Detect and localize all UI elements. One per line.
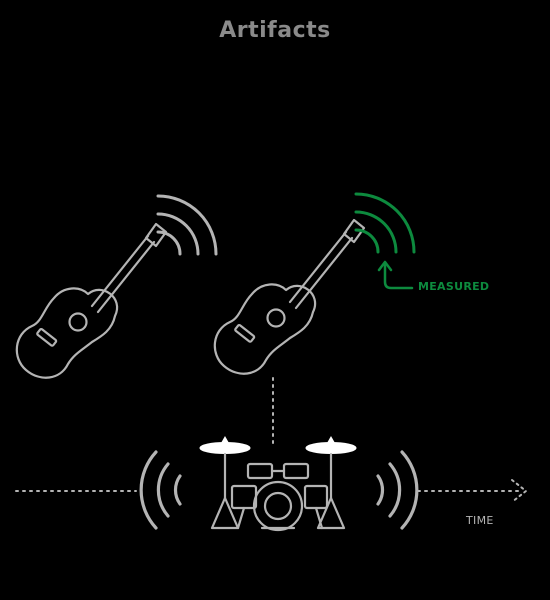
- measured-label: MEASURED: [418, 280, 490, 293]
- right-cymbal-icon: [305, 435, 357, 454]
- measured-sound-wave-icon: [354, 192, 416, 254]
- left-guitar-icon: [15, 222, 168, 379]
- right-guitar-icon: [213, 218, 366, 375]
- measured-arrow-icon: [377, 260, 414, 290]
- left-cymbal-icon: [199, 435, 251, 454]
- time-arrow-icon: [511, 479, 528, 503]
- diagram-title: Artifacts: [219, 18, 331, 43]
- time-label: TIME: [466, 514, 494, 527]
- drum-kit-icon: [199, 435, 357, 532]
- drums-left-sound-wave-icon: [139, 450, 182, 530]
- left-sound-wave-icon: [156, 194, 218, 256]
- drums-right-sound-wave-icon: [376, 450, 419, 530]
